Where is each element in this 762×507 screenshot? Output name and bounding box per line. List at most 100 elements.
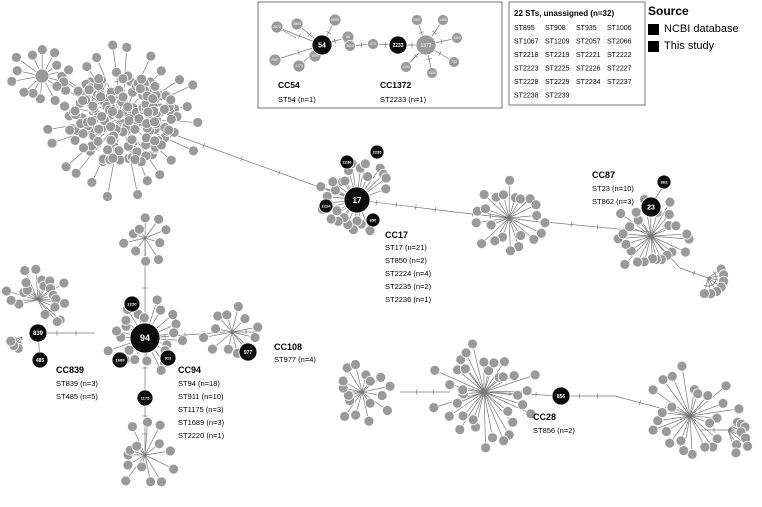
node-label: 2235 [373, 149, 383, 154]
ncbi-st-node [328, 177, 338, 187]
ncbi-st-node [154, 439, 164, 449]
ncbi-st-node [458, 411, 468, 421]
ncbi-st-node [461, 348, 471, 358]
ncbi-st-node [60, 298, 70, 308]
ncbi-st-node [332, 206, 342, 216]
ncbi-st-node [207, 344, 217, 354]
ncbi-st-node [518, 400, 528, 410]
ncbi-st-node [139, 313, 149, 323]
ncbi-st-node [12, 66, 22, 76]
ncbi-st-node [175, 75, 185, 85]
ncbi-st-node [665, 197, 675, 207]
ncbi-st-node [540, 218, 550, 228]
node-label: 2097 [271, 58, 279, 62]
ncbi-st-node [106, 122, 116, 132]
cc1372-title: CC1372 [380, 80, 411, 90]
cc94-line: ST94 (n=18) [178, 379, 220, 388]
ncbi-st-node [137, 462, 147, 472]
unassigned-st: ST2229 [545, 79, 570, 86]
ncbi-st-node [142, 176, 152, 186]
ncbi-st-node [166, 95, 176, 105]
ncbi-st-node [156, 305, 166, 315]
node-label: 2893 [293, 22, 301, 26]
ncbi-st-node [28, 88, 38, 98]
ncbi-st-node [1, 286, 11, 296]
ncbi-st-node [166, 114, 176, 124]
node-label: 2233 [392, 43, 403, 49]
node-label: 2224 [322, 203, 332, 208]
ncbi-st-node [667, 371, 677, 381]
ncbi-st-node [665, 438, 675, 448]
edge [357, 200, 455, 212]
ncbi-st-node [522, 386, 532, 396]
cc87-line: ST23 (n=10) [592, 184, 634, 193]
ncbi-st-node [142, 356, 152, 366]
ncbi-st-node [430, 365, 440, 375]
cc839-line: ST485 (n=5) [56, 392, 98, 401]
ncbi-st-node [505, 246, 515, 256]
cc28-title: CC28 [533, 412, 556, 422]
ncbi-st-node [499, 436, 509, 446]
ncbi-st-node [146, 477, 156, 487]
ncbi-st-node [134, 224, 144, 234]
ncbi-st-node [52, 81, 62, 91]
ncbi-st-node [6, 336, 16, 346]
ncbi-st-node [112, 326, 122, 336]
ncbi-st-node [445, 380, 455, 390]
ncbi-st-node [154, 255, 164, 265]
ncbi-st-node [148, 94, 158, 104]
ncbi-st-node [169, 464, 179, 474]
ncbi-st-node [79, 143, 89, 153]
ncbi-st-node [70, 106, 80, 116]
ncbi-st-node [130, 155, 140, 165]
ncbi-st-node [127, 135, 137, 145]
ncbi-st-node [664, 209, 674, 219]
ncbi-st-node [509, 371, 519, 381]
node-label: 913 [165, 355, 172, 360]
edge-tick [439, 51, 442, 55]
ncbi-st-node [199, 333, 209, 343]
ncbi-st-node [498, 190, 508, 200]
ncbi-st-node [121, 476, 131, 486]
legend-swatch-study [648, 41, 659, 52]
ncbi-st-node [499, 357, 509, 367]
legend-label-ncbi: NCBI database [664, 23, 739, 35]
ncbi-st-node [50, 48, 60, 58]
ncbi-st-node [498, 372, 508, 382]
cc94-line: ST2220 (n=1) [178, 431, 225, 440]
unassigned-st: ST1067 [514, 39, 539, 46]
unassigned-st: ST2237 [607, 79, 632, 86]
unassigned-st: ST935 [576, 25, 597, 32]
ncbi-st-node [6, 295, 16, 305]
ncbi-st-node [382, 405, 392, 415]
ncbi-st-node [360, 159, 370, 169]
ncbi-st-node [680, 247, 690, 257]
ncbi-st-node [124, 116, 134, 126]
edge-tick [415, 205, 416, 210]
node-label: 94 [140, 333, 150, 343]
ncbi-st-node [87, 116, 97, 126]
ncbi-st-node [223, 344, 233, 354]
ncbi-st-node [52, 317, 62, 327]
node-label: 2094 [331, 18, 339, 22]
ncbi-st-node [460, 364, 470, 374]
ncbi-st-node [118, 92, 128, 102]
ncbi-st-node [84, 85, 94, 95]
ncbi-st-node [121, 315, 131, 325]
ncbi-st-node [161, 225, 171, 235]
ncbi-st-node [676, 436, 686, 446]
edge-tick [326, 31, 330, 33]
cc87-title: CC87 [592, 170, 615, 180]
ncbi-st-node [211, 324, 221, 334]
ncbi-st-node [143, 107, 153, 117]
ncbi-st-node [452, 398, 462, 408]
ncbi-st-node [122, 42, 132, 52]
ncbi-st-node [658, 375, 668, 385]
ncbi-st-node [166, 155, 176, 165]
ncbi-st-node [718, 398, 728, 408]
ncbi-st-node [721, 381, 731, 391]
ncbi-st-node [73, 86, 83, 96]
cc839-line: ST839 (n=3) [56, 379, 98, 388]
unassigned-st: ST2218 [514, 52, 539, 59]
